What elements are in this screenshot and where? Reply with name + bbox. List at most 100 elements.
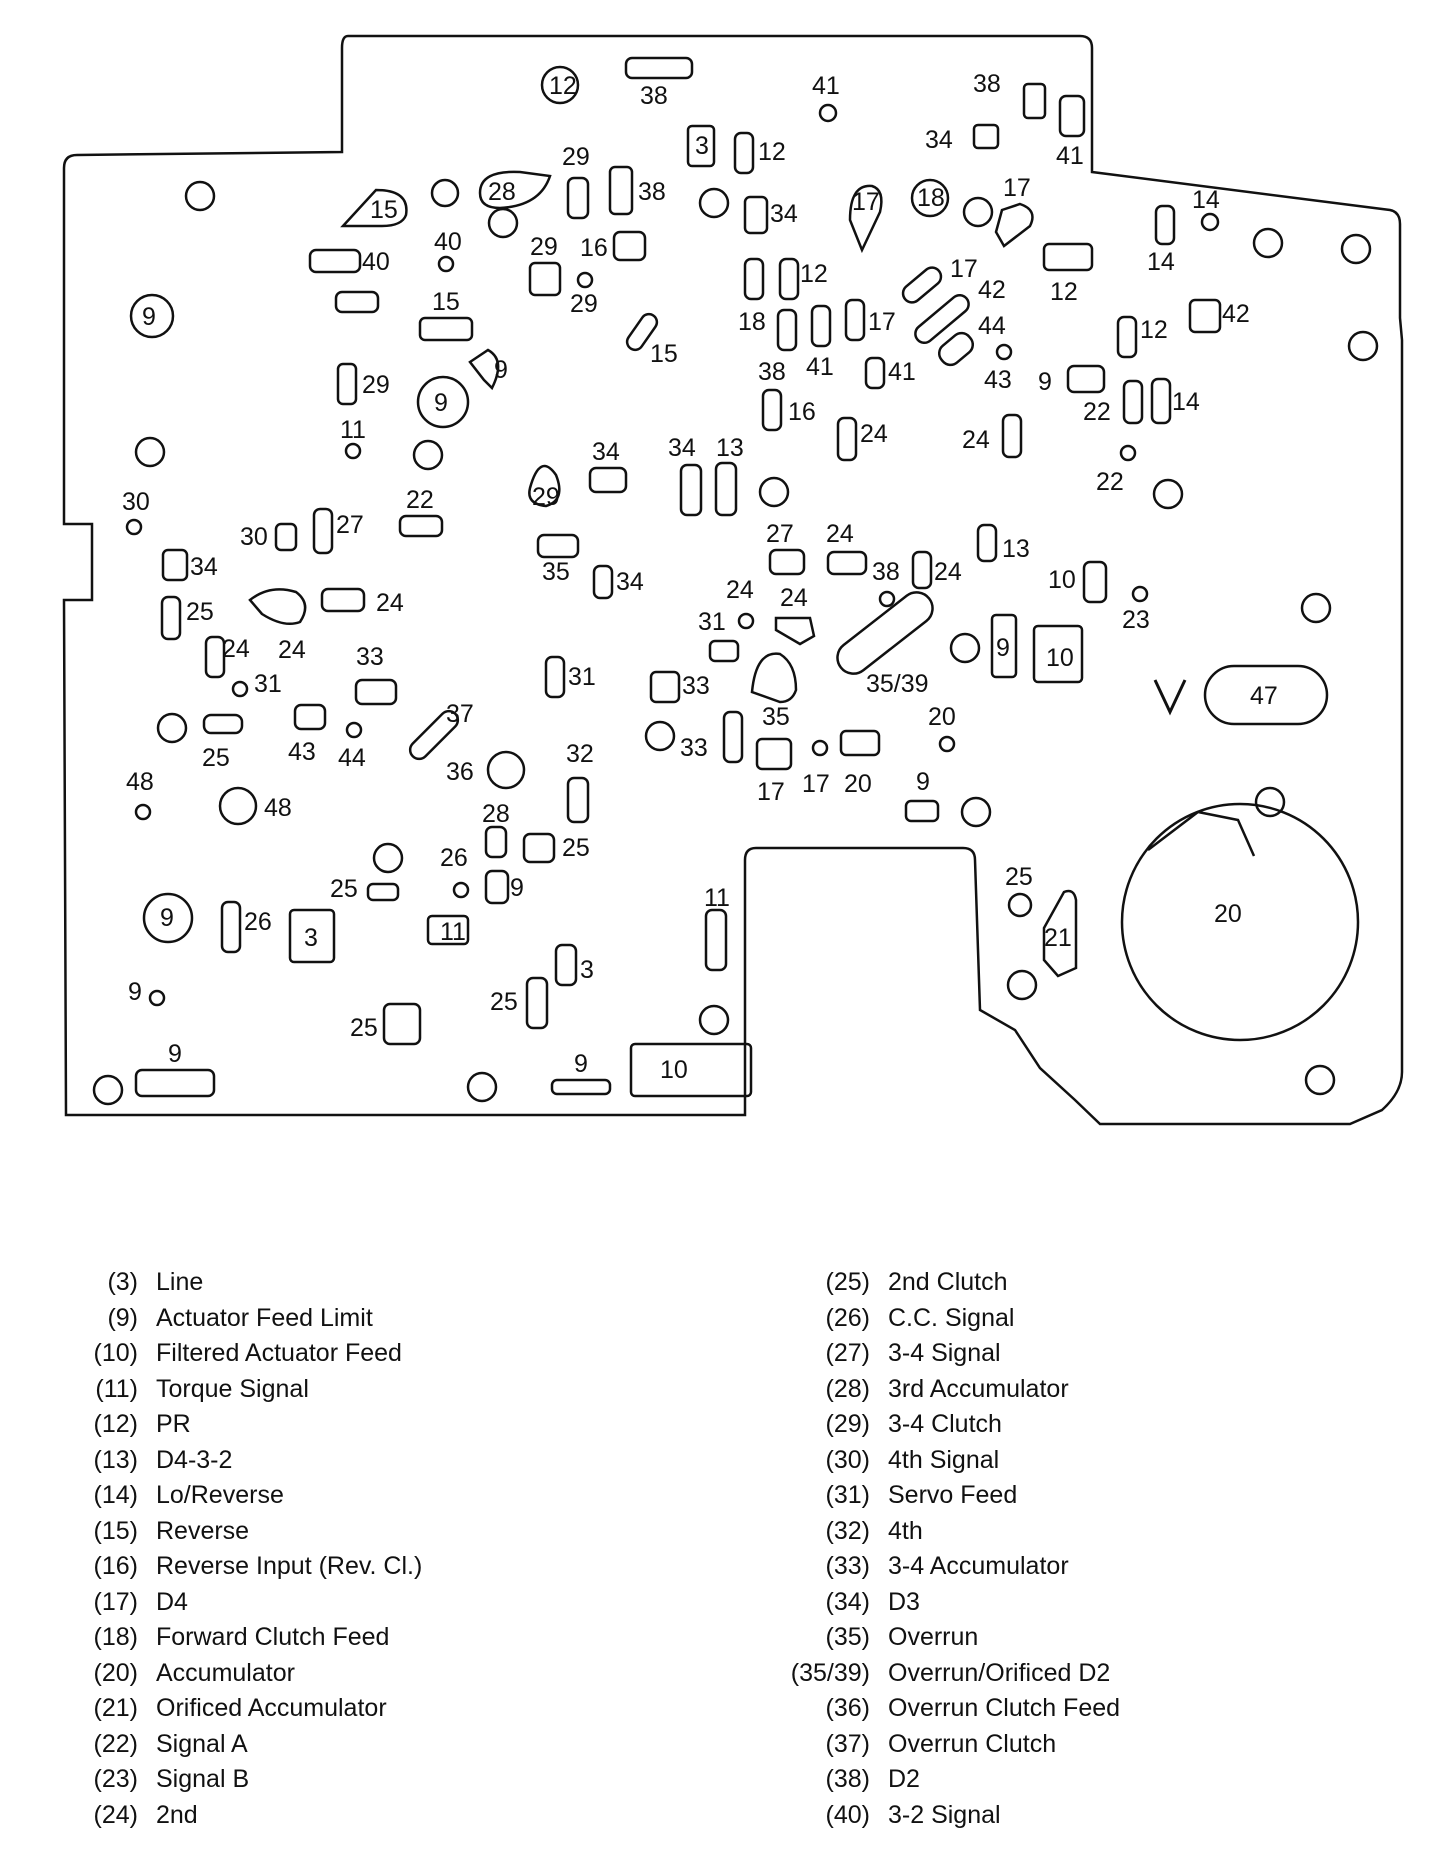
- port-label-43: 43: [984, 366, 1012, 394]
- port-label-37: 37: [446, 700, 474, 728]
- port-label-12: 12: [549, 72, 577, 100]
- legend-label: Signal B: [156, 1765, 250, 1794]
- port-label-47: 47: [1250, 682, 1278, 710]
- legend-item: (26) C.C. Signal: [770, 1301, 1120, 1337]
- port-label-36: 36: [446, 758, 474, 786]
- port-label-35: 35: [762, 703, 790, 731]
- legend-code: (18): [93, 1623, 138, 1652]
- accumulator-tab: [1147, 810, 1256, 857]
- valve-body-diagram: 12 38 41 38 34 41 3 12 29 38 28 15 17 18…: [62, 34, 1404, 1126]
- legend-item: (37)Overrun Clutch: [770, 1727, 1120, 1763]
- port-label-17: 17: [868, 308, 896, 336]
- port-label-38: 38: [638, 178, 666, 206]
- port-label-35-39: 35/39: [866, 670, 929, 698]
- legend-item: (28)3rd Accumulator: [770, 1372, 1120, 1408]
- legend-item: (35) Overrun: [770, 1620, 1120, 1656]
- port-label-13: 13: [716, 434, 744, 462]
- legend-label: Overrun: [888, 1623, 979, 1652]
- legend-code: (21): [93, 1694, 138, 1723]
- legend-code: (14): [93, 1481, 138, 1510]
- port-label-22: 22: [1083, 398, 1111, 426]
- port-label-24: 24: [962, 426, 990, 454]
- legend-item: (38)D2: [770, 1762, 1120, 1798]
- port-label-32: 32: [566, 740, 594, 768]
- legend-label: 4th: [888, 1516, 923, 1545]
- port-label-9: 9: [494, 356, 508, 384]
- port-label-12: 12: [1140, 316, 1168, 344]
- legend-item: (15)Reverse: [70, 1514, 422, 1550]
- legend-code: (40): [825, 1800, 870, 1829]
- legend-code: (17): [93, 1587, 138, 1616]
- port-label-38: 38: [973, 70, 1001, 98]
- port-label-29: 29: [362, 371, 390, 399]
- port-label-29: 29: [530, 233, 558, 261]
- legend-label: 4th Signal: [888, 1445, 1000, 1474]
- legend-label: Reverse: [156, 1516, 250, 1545]
- legend-code: (35/39): [790, 1658, 870, 1687]
- port-label-25: 25: [1005, 863, 1033, 891]
- port-label-41: 41: [1056, 142, 1084, 170]
- port-label-41: 41: [806, 353, 834, 381]
- port-label-10: 10: [1046, 644, 1074, 672]
- legend-item: (31)Servo Feed: [770, 1478, 1120, 1514]
- port-label-11: 11: [704, 884, 730, 912]
- legend-label: D4: [156, 1587, 188, 1616]
- port-label-14: 14: [1147, 248, 1175, 276]
- legend-code: (10): [93, 1339, 138, 1368]
- port-label-27: 27: [336, 511, 364, 539]
- legend-item: (13)D4-3-2: [70, 1443, 422, 1479]
- legend-label: Overrun Clutch: [888, 1729, 1057, 1758]
- port-label-21: 21: [1044, 924, 1072, 952]
- legend-label: 3-4 Signal: [888, 1339, 1001, 1368]
- port-label-20: 20: [928, 703, 956, 731]
- legend-item: (10) Filtered Actuator Feed: [70, 1336, 422, 1372]
- port-label-42: 42: [1222, 300, 1250, 328]
- port-label-15: 15: [370, 196, 398, 224]
- small-ports: [125, 103, 1220, 1007]
- port-label-24: 24: [860, 420, 888, 448]
- port-label-34: 34: [925, 126, 953, 154]
- port-label-17: 17: [852, 188, 880, 216]
- legend-label: Torque Signal: [156, 1374, 309, 1403]
- legend-label: Accumulator: [156, 1658, 295, 1687]
- port-label-44: 44: [338, 744, 366, 772]
- port-label-18: 18: [738, 308, 766, 336]
- legend-code: (32): [825, 1516, 870, 1545]
- legend-label: Filtered Actuator Feed: [156, 1339, 402, 1368]
- port-label-12: 12: [800, 260, 828, 288]
- legend-item: (14) Lo/Reverse: [70, 1478, 422, 1514]
- legend-label: 2nd Clutch: [888, 1268, 1008, 1297]
- legend-item: (17) D4: [70, 1585, 422, 1621]
- legend-label: C.C. Signal: [888, 1303, 1015, 1332]
- legend-code: (35): [825, 1623, 870, 1652]
- legend-code: (25): [825, 1268, 870, 1297]
- port-label-9: 9: [574, 1050, 588, 1078]
- legend-item: (16)Reverse Input (Rev. Cl.): [70, 1549, 423, 1585]
- legend-code: (36): [825, 1694, 870, 1723]
- slot-ports: [134, 56, 1329, 1098]
- port-label-25: 25: [330, 875, 358, 903]
- port-label-16: 16: [580, 234, 608, 262]
- port-label-14: 14: [1172, 388, 1200, 416]
- port-label-41: 41: [812, 72, 840, 100]
- port-label-3: 3: [580, 956, 594, 984]
- legend-label: Lo/Reverse: [156, 1481, 284, 1510]
- port-label-3: 3: [695, 132, 709, 160]
- port-label-23: 23: [1122, 606, 1150, 634]
- port-label-38: 38: [758, 358, 786, 386]
- port-label-29: 29: [562, 143, 590, 171]
- legend-label: PR: [156, 1410, 191, 1439]
- legend-item: (11)Torque Signal: [70, 1372, 422, 1408]
- legend-item: (29)3-4 Clutch: [770, 1407, 1120, 1443]
- legend-item: (21)Orificed Accumulator: [70, 1691, 422, 1727]
- port-label-25: 25: [202, 744, 230, 772]
- port-label-34: 34: [592, 438, 620, 466]
- port-label-24: 24: [826, 520, 854, 548]
- legend-item: (12)PR: [70, 1407, 422, 1443]
- port-label-3: 3: [304, 924, 318, 952]
- legend-code: (26): [825, 1303, 870, 1332]
- legend-code: (38): [825, 1765, 870, 1794]
- port-label-9: 9: [168, 1040, 182, 1068]
- port-label-14: 14: [1192, 186, 1220, 214]
- legend-label: 3-4 Accumulator: [888, 1552, 1069, 1581]
